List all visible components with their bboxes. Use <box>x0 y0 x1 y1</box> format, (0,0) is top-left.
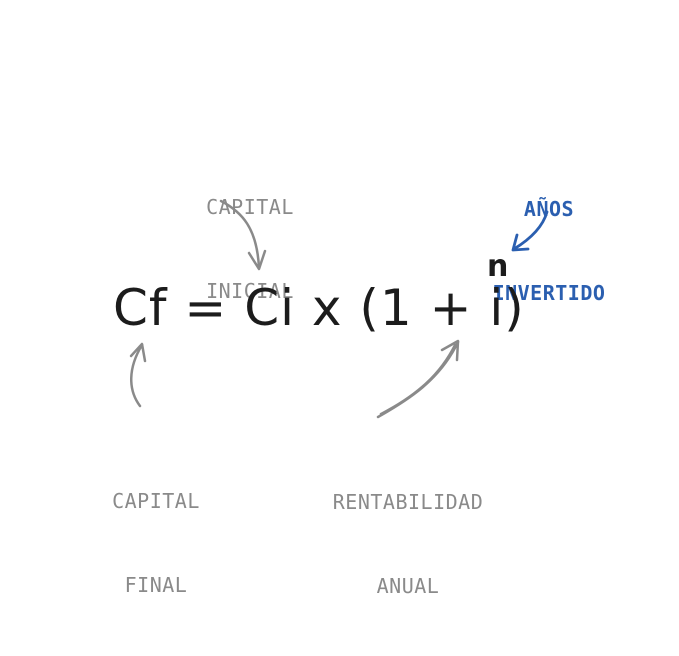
anos-invertido-line-2: INVERTIDO <box>492 281 606 305</box>
rentabilidad-anual-label: RENTABILIDAD ANUAL <box>308 432 508 628</box>
rentabilidad-anual-arrow-icon <box>376 339 460 419</box>
compound-interest-formula: Cf = Ci x (1 + i) <box>113 279 525 337</box>
capital-final-line-1: CAPITAL <box>112 489 200 513</box>
capital-final-line-2: FINAL <box>124 573 188 597</box>
capital-final-arrow-icon <box>129 342 147 408</box>
anos-invertido-line-1: AÑOS <box>523 197 575 221</box>
capital-inicial-line-2: INICIAL <box>206 279 294 303</box>
capital-inicial-arrow-icon <box>219 199 267 271</box>
formula-exponent: n <box>487 249 509 284</box>
rentabilidad-anual-line-1: RENTABILIDAD <box>332 490 484 514</box>
capital-inicial-label: CAPITAL INICIAL <box>190 137 310 333</box>
anos-invertido-label: AÑOS INVERTIDO <box>468 139 630 335</box>
rentabilidad-anual-line-2: ANUAL <box>376 574 440 598</box>
capital-inicial-line-1: CAPITAL <box>206 195 294 219</box>
anos-invertido-arrow-icon <box>511 210 549 252</box>
capital-final-label: CAPITAL FINAL <box>95 431 217 627</box>
